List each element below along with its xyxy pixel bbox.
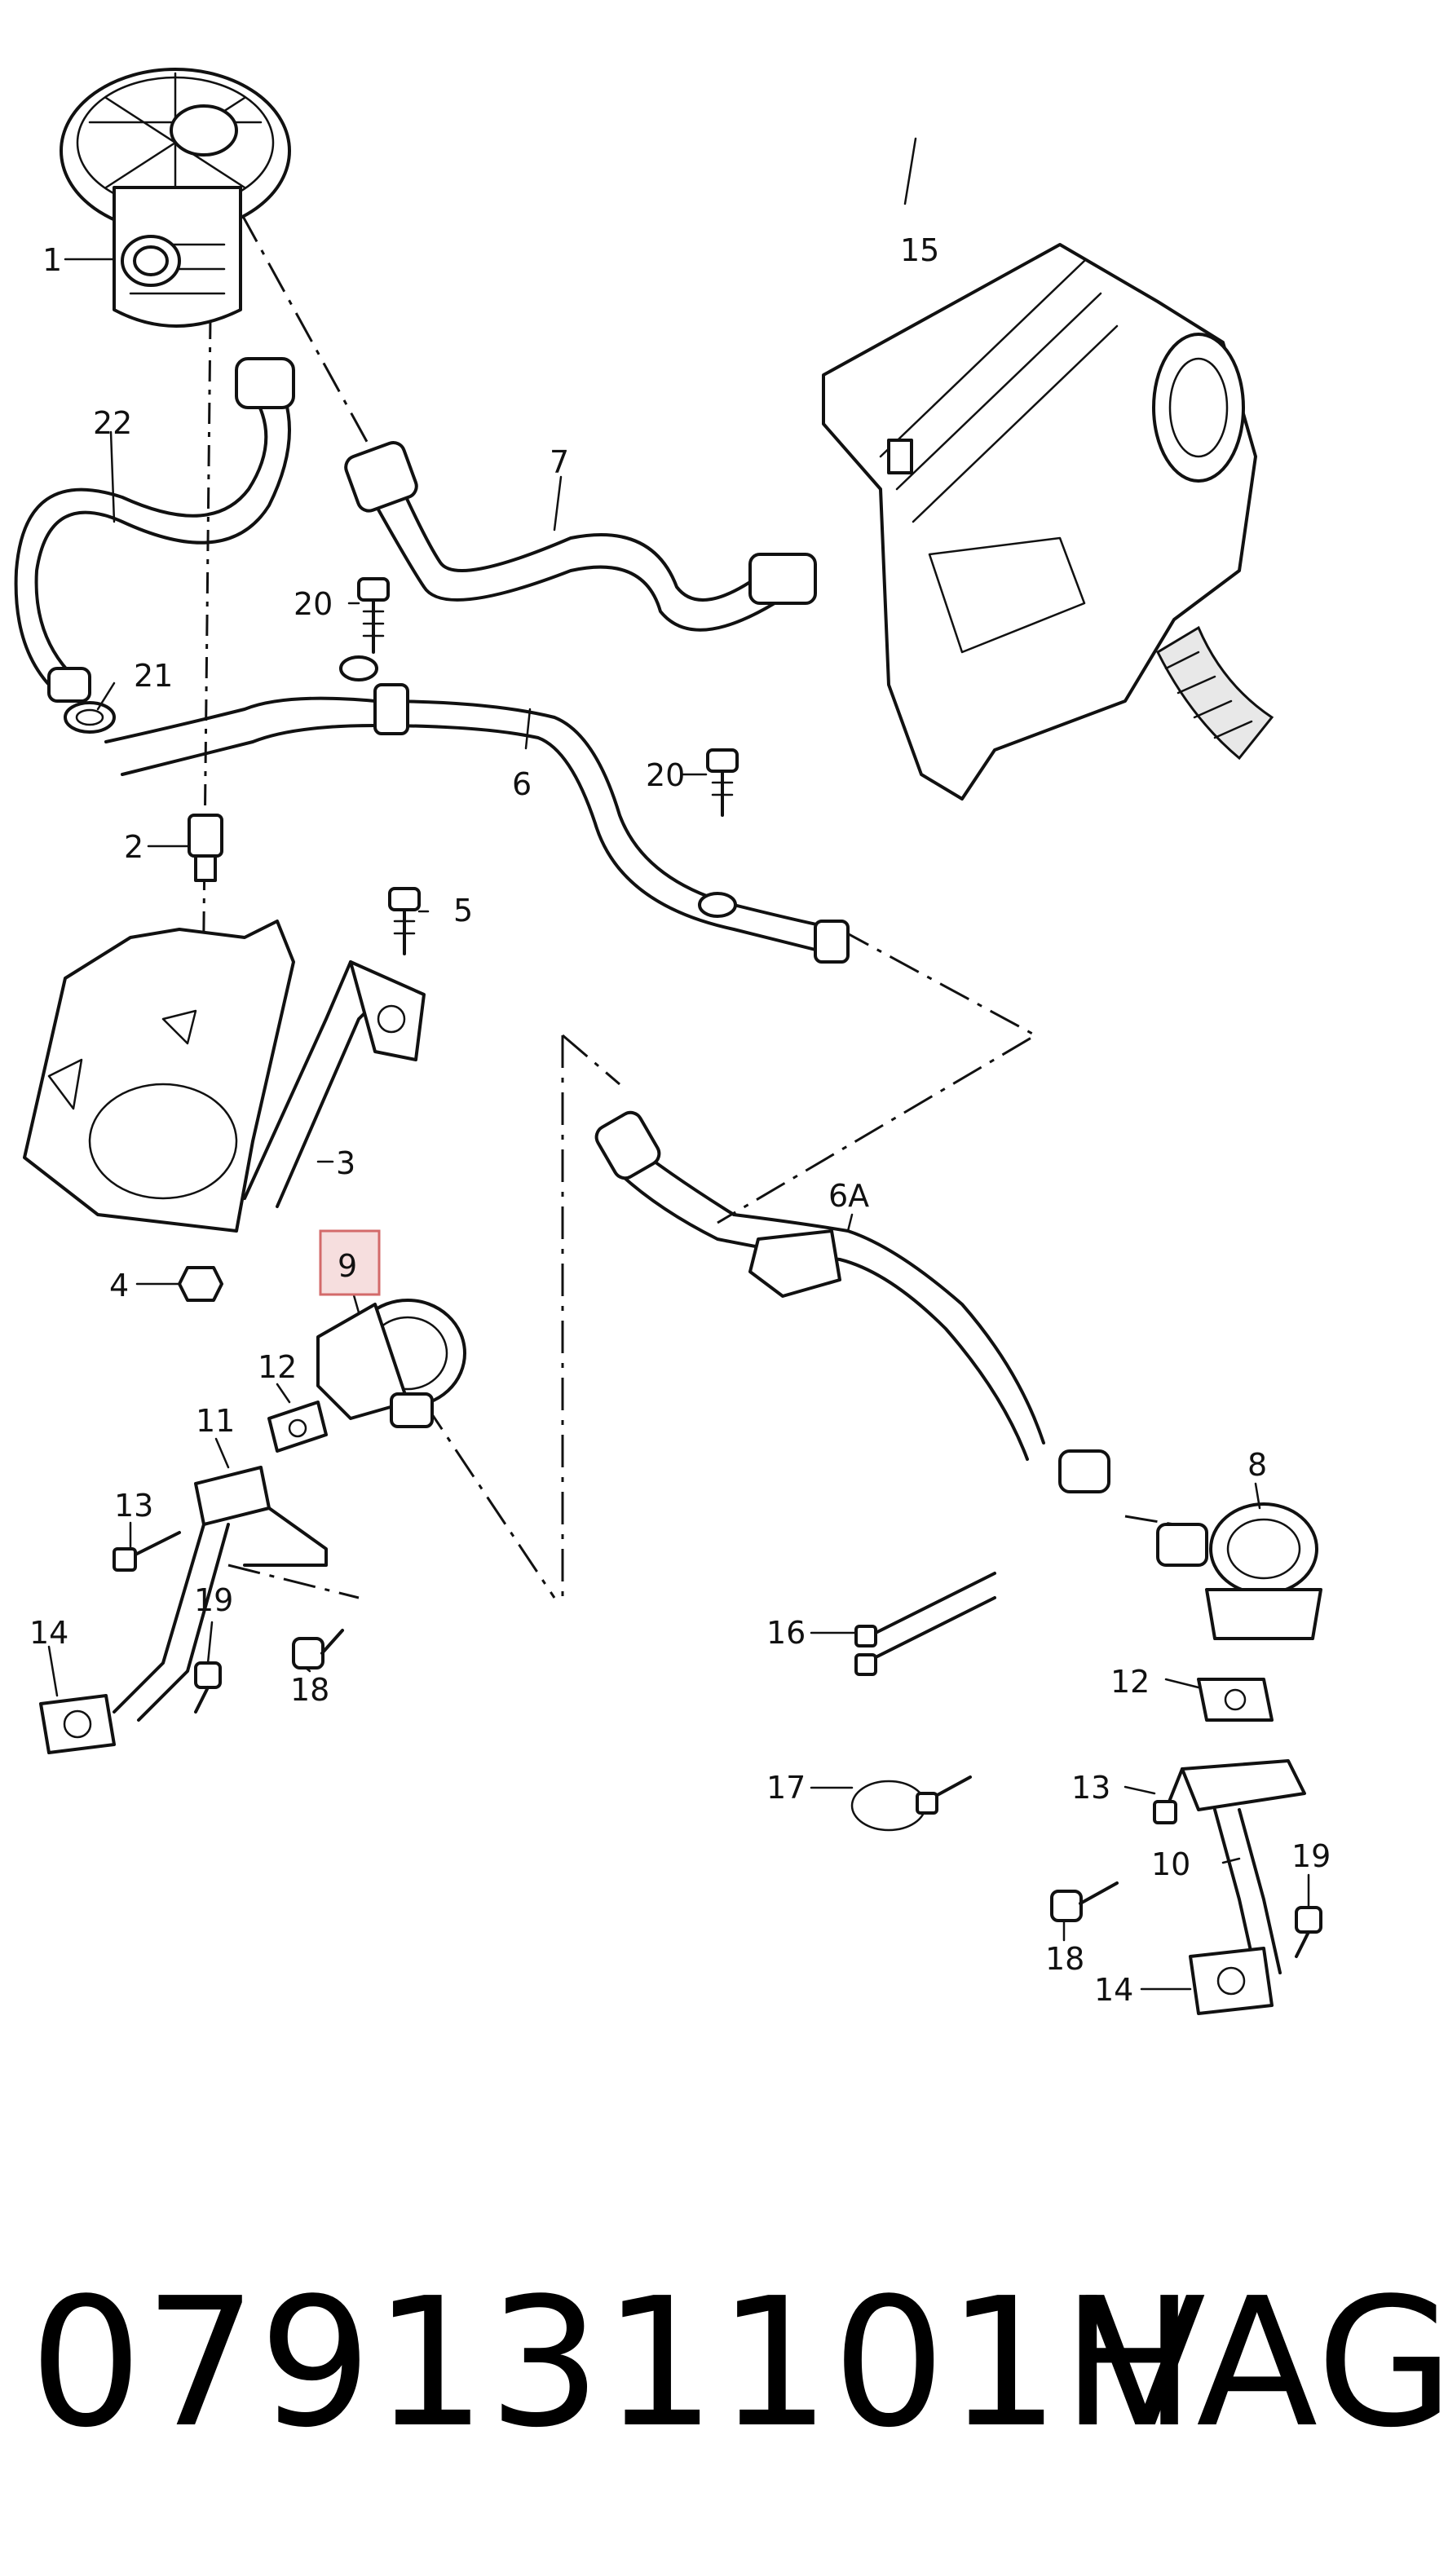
cable-tie-16 xyxy=(854,1572,996,1676)
callout-14b: 14 xyxy=(1094,1972,1133,2008)
bolt-20b xyxy=(706,748,739,817)
callout-13b: 13 xyxy=(1071,1770,1110,1806)
bolt-20a xyxy=(357,577,390,654)
brand-name: VAG xyxy=(1084,2261,1448,2467)
callout-19b: 19 xyxy=(1291,1838,1331,1874)
bolt-19b xyxy=(1295,1906,1322,1958)
bolt-18a xyxy=(292,1629,344,1670)
pipe-10 xyxy=(1181,1759,1306,2015)
callout-5: 5 xyxy=(453,893,473,929)
bolt-5 xyxy=(388,887,421,955)
callout-22: 22 xyxy=(93,405,132,441)
hose-6a xyxy=(594,1110,1110,1493)
callout-15: 15 xyxy=(900,232,939,268)
sensor-2 xyxy=(188,814,223,882)
callout-3: 3 xyxy=(336,1145,355,1181)
hose-7 xyxy=(344,441,817,632)
callout-19a: 19 xyxy=(194,1582,233,1618)
nut-4 xyxy=(178,1266,223,1302)
bracket-3 xyxy=(23,920,426,1233)
callout-10: 10 xyxy=(1151,1846,1190,1882)
bolt-19a xyxy=(194,1661,222,1714)
callout-2: 2 xyxy=(124,829,143,865)
bolt-13b xyxy=(1153,1767,1184,1824)
air-filter-housing xyxy=(822,243,1274,801)
callout-1: 1 xyxy=(42,242,62,278)
hose-6 xyxy=(104,655,850,964)
callout-12b: 12 xyxy=(1110,1664,1150,1700)
combination-valve-8 xyxy=(1156,1502,1322,1640)
gasket-12a xyxy=(267,1400,328,1453)
combination-valve-9 xyxy=(316,1299,466,1428)
callout-8: 8 xyxy=(1247,1447,1267,1483)
callout-18b: 18 xyxy=(1045,1941,1084,1977)
callout-11: 11 xyxy=(196,1403,235,1439)
bolt-13a xyxy=(113,1531,181,1572)
callout-9: 9 xyxy=(338,1248,357,1284)
callout-6a: 6A xyxy=(828,1178,869,1214)
bolt-18b xyxy=(1050,1881,1119,1922)
callout-20b: 20 xyxy=(646,757,685,793)
part-number: 079131101H xyxy=(29,2261,1198,2467)
clamp-21 xyxy=(64,701,116,734)
callout-4: 4 xyxy=(109,1268,129,1303)
callout-12a: 12 xyxy=(258,1349,297,1385)
cable-tie-17 xyxy=(850,1775,972,1832)
part-number-footer: 079131101H VAG xyxy=(0,2234,1448,2494)
callout-14a: 14 xyxy=(29,1615,68,1651)
callout-labels: 1 2 3 4 5 6 6A 7 8 9 10 11 12 12 13 13 1… xyxy=(29,232,1331,2008)
highlight-box xyxy=(319,1229,381,1296)
callout-16: 16 xyxy=(766,1615,806,1651)
gasket-12b xyxy=(1197,1678,1274,1722)
callout-13a: 13 xyxy=(114,1488,153,1524)
callout-20a: 20 xyxy=(294,586,333,622)
callout-7: 7 xyxy=(550,444,569,480)
pipe-11 xyxy=(39,1466,328,1754)
callout-21: 21 xyxy=(134,658,173,694)
hose-22 xyxy=(14,357,295,703)
parts-diagram: 1 2 3 4 5 6 6A 7 8 9 10 11 12 12 13 13 1… xyxy=(14,68,1331,2015)
secondary-air-pump xyxy=(60,68,291,328)
callout-17: 17 xyxy=(766,1770,806,1806)
callout-18a: 18 xyxy=(290,1672,329,1708)
callout-6: 6 xyxy=(512,766,532,802)
